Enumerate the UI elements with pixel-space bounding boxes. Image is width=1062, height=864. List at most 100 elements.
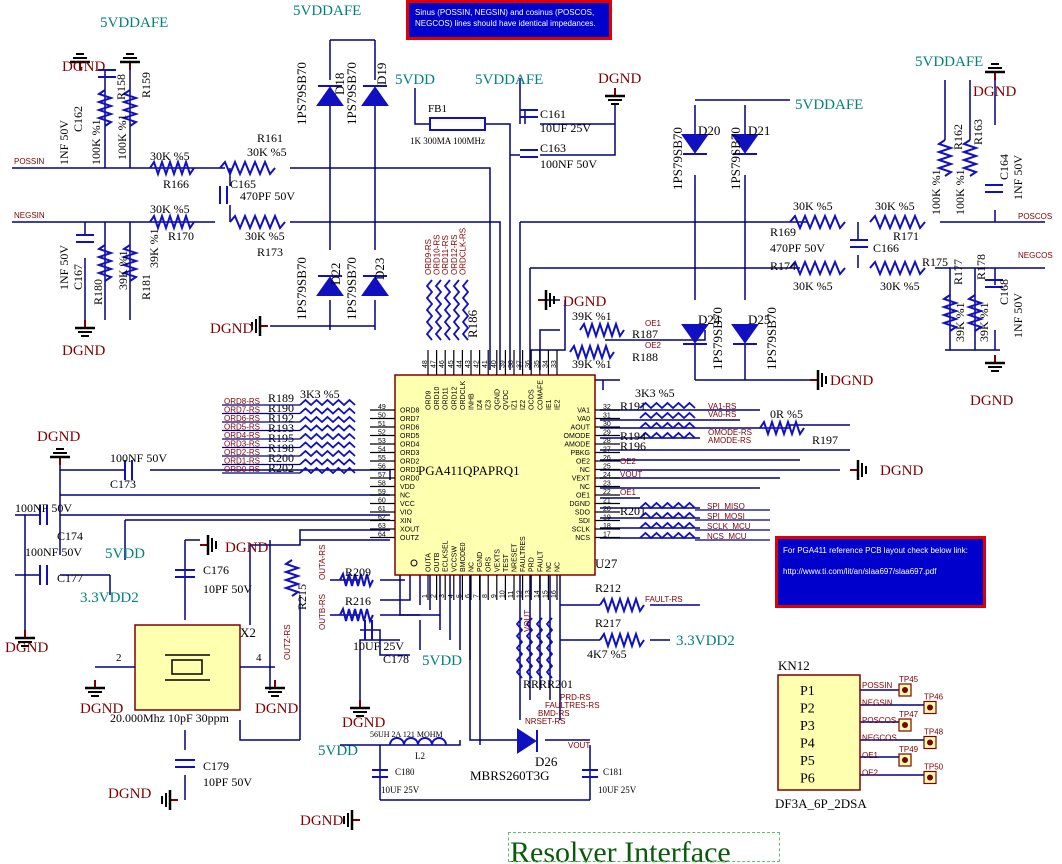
rn-top-res-0 xyxy=(425,279,434,341)
rn-left-res-4 xyxy=(299,432,356,441)
ic-pin-num-2: 2 xyxy=(431,594,438,598)
ic-pin-name-56: ORD1 xyxy=(400,467,420,474)
ic-pin-name-28: AMODE xyxy=(564,442,590,449)
r217-label: R217 xyxy=(595,616,621,630)
d20-label: D20 xyxy=(698,123,720,138)
r197-label: R197 xyxy=(812,433,838,447)
r189-label: R189 xyxy=(268,391,294,405)
gnd-label-15: DGND xyxy=(108,786,151,802)
ic-pin-num-6: 6 xyxy=(465,594,472,598)
c173-label: C173 xyxy=(110,477,136,491)
rn-top-res-2 xyxy=(443,279,452,341)
net-vout-d26: VOUT xyxy=(568,741,590,750)
c168-label: C168 xyxy=(997,279,1011,305)
ic-pin-name-18: SCLK xyxy=(572,527,591,534)
testpoint-dot-4 xyxy=(927,739,933,746)
ic-pin-name-26: OE2 xyxy=(576,459,590,466)
r197-value: 0R %5 xyxy=(770,407,803,421)
ic-pin-num-23: 23 xyxy=(603,481,611,488)
kn12-net-3: POSCOS xyxy=(862,716,896,725)
net-oe1-top: OE1 xyxy=(645,319,662,328)
r180-value: 39K %1 xyxy=(116,250,130,290)
ic-pin-name-33: IE2 xyxy=(555,399,562,410)
net-oe2-pin: OE2 xyxy=(620,457,637,466)
rn-bottom-res-1 xyxy=(525,617,534,679)
spi-net-2: SCLK_MCU xyxy=(707,522,751,531)
testpoint-dot-2 xyxy=(927,704,933,711)
reference-url[interactable]: http://www.ti.com/lit/an/slaa697/slaa697… xyxy=(783,567,937,576)
ic-pin-num-36: 36 xyxy=(525,360,532,368)
net-outb: OUTB-RS xyxy=(318,594,327,630)
gnd-label-10: DGND xyxy=(880,463,923,479)
c177-label: C177 xyxy=(57,571,83,585)
impedance-note-text: Sinus (POSSIN, NEGSIN) and cosinus (POSC… xyxy=(415,8,596,28)
spi-net-3: NCS_MCU xyxy=(707,532,747,541)
ic-pin-name-60: VCC xyxy=(400,501,415,508)
d26-part: MBRS260T3G xyxy=(470,768,549,783)
ic-pin-name-48: ORD9 xyxy=(426,390,433,410)
ic-pin-num-49: 49 xyxy=(378,404,386,411)
ic-pin-name-22: OE1 xyxy=(576,493,590,500)
ic-pin-num-56: 56 xyxy=(378,464,386,471)
net-prd: PRD-RS xyxy=(560,693,591,702)
ic-pin-name-21: DGND xyxy=(569,501,590,508)
ic-pin-num-47: 47 xyxy=(431,360,438,368)
rn-spi-res-2 xyxy=(639,521,696,530)
r177-value: 39K %1 xyxy=(953,302,967,342)
ic-pin-name-36: OCOS xyxy=(529,389,536,410)
rn-left-res-8 xyxy=(299,466,356,475)
rn-top-res-3 xyxy=(452,279,461,341)
ic-top-pins: 48ORD947ORD1046ORD1145ORD1244ORDCLK43INH… xyxy=(422,350,562,410)
kn12-net-4: NEGCOS xyxy=(862,734,897,743)
r195-label: R195 xyxy=(268,431,294,445)
r196-label: R196 xyxy=(620,439,646,453)
d18-part: 1PS79SB70 xyxy=(294,62,309,125)
ic-pin-num-1: 1 xyxy=(422,594,429,598)
ic-pin-num-15: 15 xyxy=(542,590,549,598)
ic-pin-name-39: QVDC xyxy=(503,390,510,410)
ic-pin-name-46: ORD11 xyxy=(443,387,450,410)
gnd-label-4: DGND xyxy=(563,294,606,310)
pwr-5vdd-l2: 5VDD xyxy=(318,743,358,759)
ic-pin-name-31: VA0 xyxy=(577,416,590,423)
spi-net-1: SPI_MOSI xyxy=(707,512,745,521)
r215-label: R215 xyxy=(295,584,309,610)
ic-pin-num-9: 9 xyxy=(491,594,498,598)
testpoint-label-4: TP48 xyxy=(924,728,944,737)
gnd-label-5: DGND xyxy=(598,71,641,87)
rn-left-res-6 xyxy=(299,449,356,458)
rn-top-res-4 xyxy=(461,279,470,341)
ic-pin-name-25: NC xyxy=(580,467,590,474)
ic-pin-num-11: 11 xyxy=(508,591,515,598)
connector-kn12 xyxy=(777,674,861,791)
fb1-value: 1K 300MA 100MHz xyxy=(410,136,485,146)
top-net-0: ORD9-RS xyxy=(424,239,433,275)
title-frame xyxy=(508,832,780,862)
ic-pin-name-5: BMODE0 xyxy=(460,542,467,572)
rn-left-res-2 xyxy=(299,415,356,424)
d25-label: D25 xyxy=(748,312,770,327)
ic-pin-name-50: ORD7 xyxy=(400,416,420,423)
testpoint-dot-6 xyxy=(927,774,933,781)
ic-part-label: PGA411QPAPRQ1 xyxy=(418,463,520,478)
fb1-label: FB1 xyxy=(428,103,447,115)
gnd-label-14: DGND xyxy=(255,701,298,717)
c162-value: 1NF 50V xyxy=(57,120,71,165)
pwr-5vddafe-5: 5VDDAFE xyxy=(915,54,983,70)
rn-right-res-1 xyxy=(639,411,696,420)
c163-value: 100NF 50V xyxy=(540,157,597,171)
ic-pin-name-53: ORD4 xyxy=(400,442,420,449)
ic-pin-name-13: PRD xyxy=(529,557,536,572)
net-vout-bottom: VOUT xyxy=(523,610,532,632)
net-labels: POSSIN NEGSIN POSCOS NEGCOS OE1 OE2 OE2 … xyxy=(14,157,1053,750)
left-net-7: ORD1-RS xyxy=(224,457,260,466)
ic-pin-num-24: 24 xyxy=(603,472,611,479)
c179-label: C179 xyxy=(203,759,229,773)
ic-pin-name-54: ORD3 xyxy=(400,450,420,457)
ic-pin-num-51: 51 xyxy=(378,421,386,428)
r174-value: 30K %5 xyxy=(793,279,833,293)
kn12-part: DF3A_6P_2DSA xyxy=(775,796,867,811)
